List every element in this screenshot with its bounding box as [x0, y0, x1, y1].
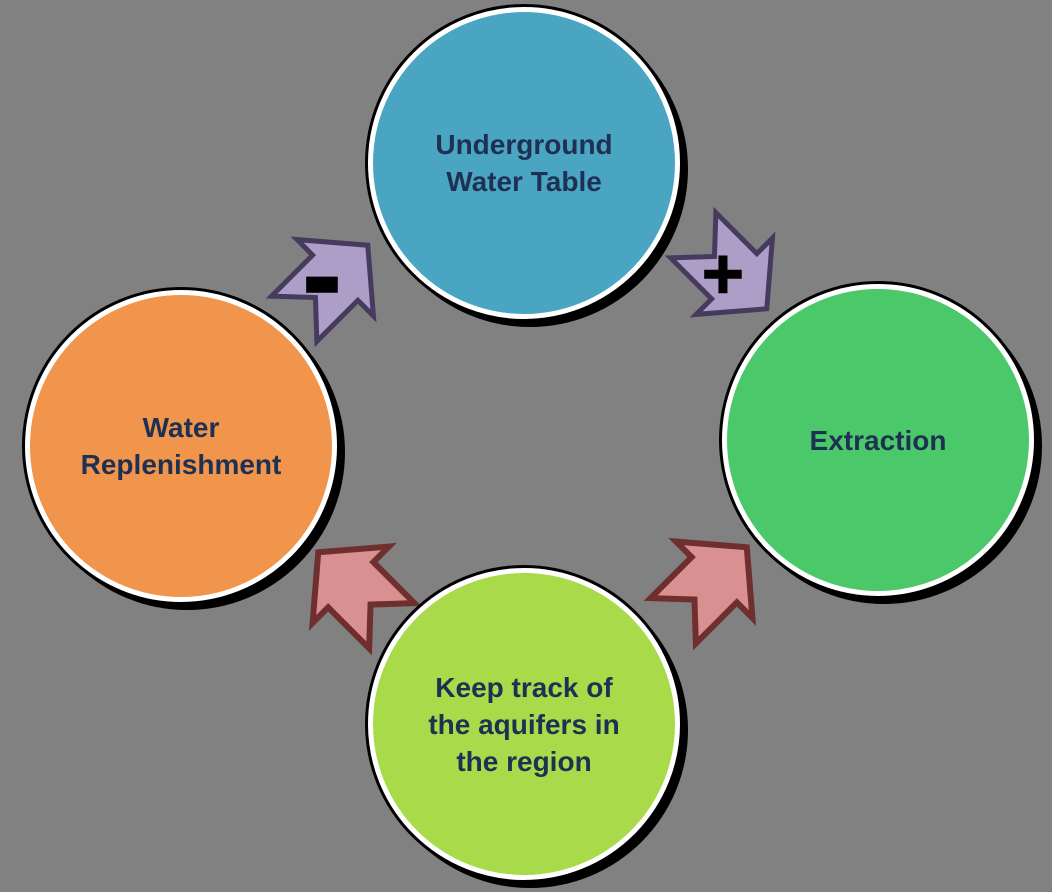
node-water-replenishment: Water Replenishment	[25, 290, 337, 602]
arrow-water-table-to-extraction	[664, 206, 776, 318]
node-aquifer-tracking-label: Keep track of the aquifers in the region	[428, 671, 620, 777]
node-water-replenishment-label: Water Replenishment	[80, 412, 282, 480]
minus-sign-label: -	[301, 225, 343, 335]
node-underground-water-table-label: Underground Water Table	[435, 129, 613, 197]
arrow-replenishment-to-water-table	[265, 236, 377, 348]
node-underground-water-table: Underground Water Table	[368, 7, 680, 319]
node-extraction: Extraction	[722, 284, 1034, 596]
node-aquifer-tracking: Keep track of the aquifers in the region	[368, 568, 680, 880]
node-extraction-label: Extraction	[809, 424, 947, 456]
arrow-tracking-to-extraction	[643, 537, 757, 651]
arrow-tracking-to-replenishment	[308, 542, 422, 656]
plus-sign-label: +	[698, 241, 747, 306]
